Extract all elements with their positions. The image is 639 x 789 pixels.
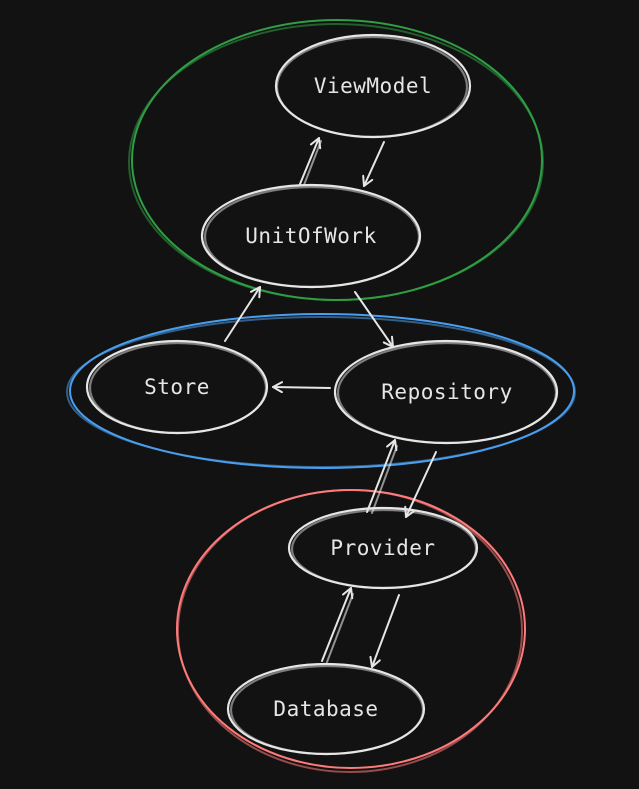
node-repository-label: Repository (381, 380, 512, 404)
node-unitofwork: UnitOfWork (200, 183, 422, 289)
node-viewmodel: ViewModel (274, 33, 472, 139)
arrow-store-to-unitofwork (224, 286, 261, 342)
arrow-repository-to-store (272, 381, 331, 394)
node-viewmodel-label: ViewModel (314, 74, 432, 98)
node-provider: Provider (287, 506, 479, 590)
arrow-database-to-provider (321, 587, 354, 662)
data-group-outline-sketch (177, 489, 523, 773)
node-database-label: Database (273, 697, 378, 721)
domain-group-outline-sketch (66, 316, 576, 468)
arrow-unitofwork-to-viewmodel-sketch (303, 140, 322, 186)
arrow-database-to-provider-sketch (326, 593, 354, 663)
node-repository: Repository (333, 339, 559, 445)
presentation-group-outline-sketch (128, 23, 544, 301)
node-provider-label: Provider (330, 536, 435, 560)
node-unitofwork-outline-sketch (203, 185, 421, 289)
domain-layer-group (66, 313, 576, 469)
node-database: Database (226, 662, 426, 756)
node-store-label: Store (144, 375, 210, 399)
arrows (224, 137, 437, 668)
arrow-provider-to-database (369, 594, 400, 668)
arrow-unitofwork-to-viewmodel (299, 137, 322, 185)
arrow-viewmodel-to-unitofwork (362, 141, 385, 187)
node-viewmodel-outline-sketch (275, 35, 469, 139)
node-store-outline-sketch (88, 341, 268, 435)
arrow-provider-to-repository-sketch (371, 445, 398, 514)
node-store: Store (85, 339, 269, 435)
arrow-repository-to-provider (404, 451, 437, 518)
node-provider-outline-sketch (290, 508, 478, 590)
node-unitofwork-label: UnitOfWork (245, 224, 376, 248)
presentation-layer-group (128, 19, 544, 301)
node-database-outline-sketch (229, 664, 425, 756)
data-layer-group (176, 489, 526, 773)
node-repository-outline-sketch (336, 341, 558, 445)
arrow-unitofwork-to-repository (354, 291, 394, 348)
arrow-provider-to-repository (366, 439, 398, 513)
